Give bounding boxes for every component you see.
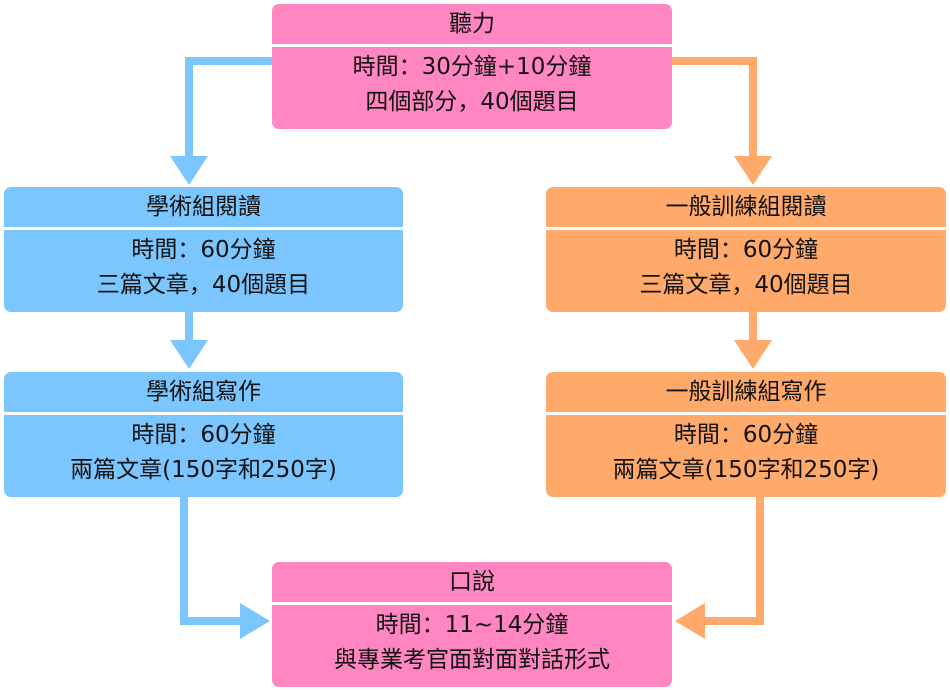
listening-parts: 四個部分，40個題目 — [365, 89, 579, 115]
speaking-title: 口說 — [449, 569, 495, 595]
academic-writing-divider — [4, 412, 403, 415]
general-reading-passages: 三篇文章，40個題目 — [639, 272, 853, 298]
speaking-divider — [272, 602, 672, 605]
arrowhead-academic-reading-to-writing — [170, 340, 208, 369]
academic-reading-time: 時間：60分鐘 — [131, 237, 276, 263]
academic-reading-passages: 三篇文章，40個題目 — [96, 272, 311, 298]
listening-box: 聽力 時間：30分鐘+10分鐘 四個部分，40個題目 — [272, 4, 672, 129]
speaking-box: 口說 時間：11~14分鐘 與專業考官面對面對話形式 — [272, 562, 672, 687]
general-writing-title: 一般訓練組寫作 — [665, 379, 827, 405]
academic-reading-details: 時間：60分鐘 三篇文章，40個題目 — [4, 230, 403, 303]
listening-time: 時間：30分鐘+10分鐘 — [352, 54, 592, 80]
listening-title: 聽力 — [449, 11, 495, 37]
general-writing-box: 一般訓練組寫作 時間：60分鐘 兩篇文章(150字和250字) — [546, 372, 946, 497]
general-reading-box: 一般訓練組閱讀 時間：60分鐘 三篇文章，40個題目 — [546, 187, 946, 312]
academic-reading-box: 學術組閱讀 時間：60分鐘 三篇文章，40個題目 — [4, 187, 403, 312]
arrow-academic-writing-to-speaking — [180, 497, 245, 625]
arrowhead-listening-to-general-reading — [734, 156, 772, 185]
arrow-general-writing-to-speaking — [700, 497, 764, 625]
general-reading-title: 一般訓練組閱讀 — [665, 194, 827, 220]
academic-writing-details: 時間：60分鐘 兩篇文章(150字和250字) — [4, 415, 403, 488]
general-writing-time: 時間：60分鐘 — [673, 422, 819, 448]
speaking-time: 時間：11~14分鐘 — [375, 612, 569, 638]
arrow-listening-to-general-reading — [672, 57, 757, 162]
speaking-format: 與專業考官面對面對話形式 — [334, 647, 610, 673]
listening-details: 時間：30分鐘+10分鐘 四個部分，40個題目 — [272, 47, 672, 120]
academic-writing-title: 學術組寫作 — [146, 379, 261, 405]
academic-writing-box: 學術組寫作 時間：60分鐘 兩篇文章(150字和250字) — [4, 372, 403, 497]
general-reading-divider — [546, 227, 946, 230]
arrowhead-general-writing-to-speaking — [675, 603, 705, 639]
speaking-details: 時間：11~14分鐘 與專業考官面對面對話形式 — [272, 605, 672, 678]
academic-reading-title: 學術組閱讀 — [146, 194, 261, 220]
listening-divider — [272, 44, 672, 47]
arrowhead-general-reading-to-writing — [734, 340, 772, 369]
academic-writing-tasks: 兩篇文章(150字和250字) — [70, 457, 337, 483]
academic-reading-divider — [4, 227, 403, 230]
general-writing-divider — [546, 412, 946, 415]
arrowhead-academic-writing-to-speaking — [240, 603, 270, 639]
general-writing-details: 時間：60分鐘 兩篇文章(150字和250字) — [546, 415, 946, 488]
general-reading-details: 時間：60分鐘 三篇文章，40個題目 — [546, 230, 946, 303]
general-writing-tasks: 兩篇文章(150字和250字) — [612, 457, 880, 483]
general-reading-time: 時間：60分鐘 — [673, 237, 819, 263]
arrow-listening-to-academic-reading — [185, 57, 272, 162]
arrowhead-listening-to-academic-reading — [170, 156, 208, 185]
academic-writing-time: 時間：60分鐘 — [131, 422, 276, 448]
